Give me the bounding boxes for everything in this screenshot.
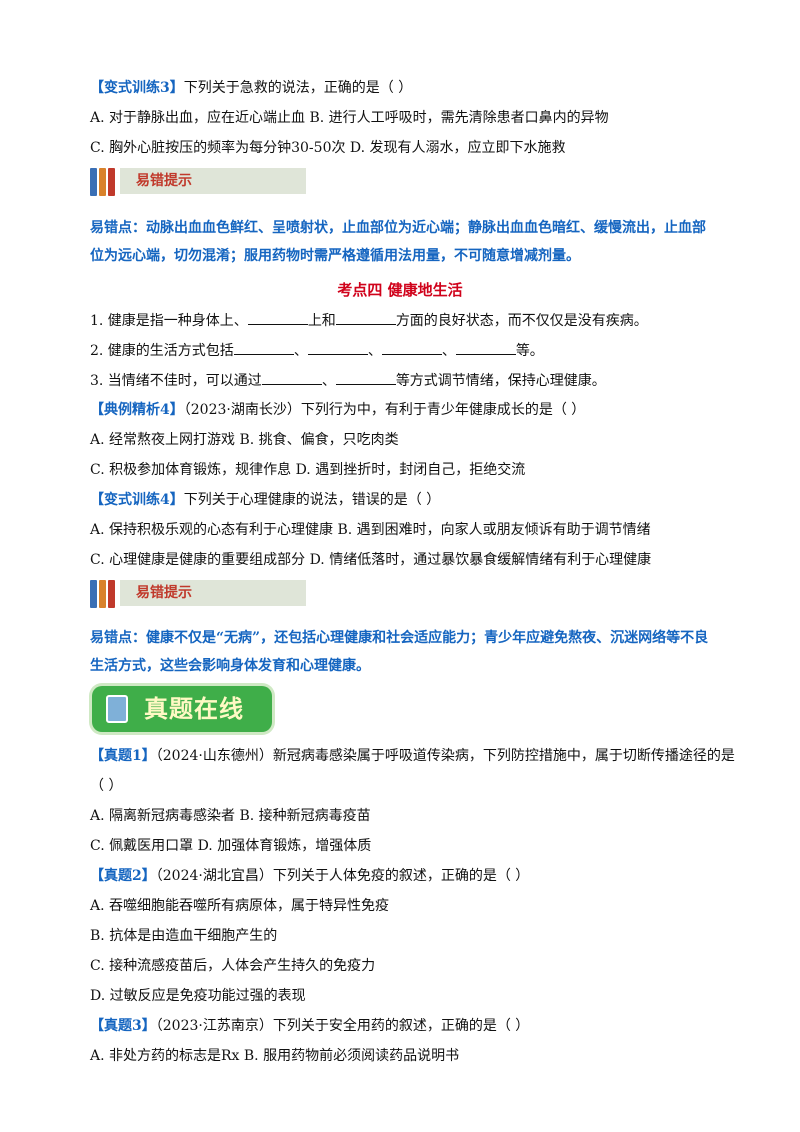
books-icon — [90, 166, 118, 196]
books-icon — [90, 578, 118, 608]
question-text: （2023·湖南长沙）下列行为中，有利于青少年健康成长的是（ ） — [183, 402, 586, 418]
option-line: A. 隔离新冠病毒感染者 B. 接种新冠病毒疫苗 — [90, 808, 371, 824]
option-line: C. 胸外心脏按压的频率为每分钟30-50次 D. 发现有人溺水，应立即下水施救 — [90, 140, 566, 156]
option-line: C. 佩戴医用口罩 D. 加强体育锻炼，增强体质 — [90, 838, 372, 854]
question-var3: 【变式训练3】下列关于急救的说法，正确的是（ ） — [90, 78, 412, 98]
error-note: 易错点：健康不仅是“无病”，还包括心理健康和社会适应能力；青少年应避免熬夜、沉迷… — [90, 630, 709, 674]
question-tag: 【典例精析4】 — [90, 402, 184, 418]
fill-line: 3. 当情绪不佳时，可以通过、等方式调节情绪，保持心理健康。 — [90, 370, 606, 391]
question-text: 下列关于心理健康的说法，错误的是（ ） — [183, 492, 441, 508]
question-text: （2024·山东德州）新冠病毒感染属于呼吸道传染病，下列防控措施中，属于切断传播… — [155, 748, 735, 764]
tip-label: 易错提示 — [120, 168, 306, 194]
fill-line: 2. 健康的生活方式包括、、、等。 — [90, 340, 544, 361]
question-text: 下列关于急救的说法，正确的是（ ） — [183, 80, 413, 96]
question-zt1: 【真题1】（2024·山东德州）新冠病毒感染属于呼吸道传染病，下列防控措施中，属… — [90, 746, 735, 766]
question-zt2: 【真题2】（2024·湖北宜昌）下列关于人体免疫的叙述，正确的是（ ） — [90, 866, 529, 886]
option-line: D. 过敏反应是免疫功能过强的表现 — [90, 988, 306, 1004]
question-ex4: 【典例精析4】（2023·湖南长沙）下列行为中，有利于青少年健康成长的是（ ） — [90, 400, 585, 420]
option-line: A. 对于静脉出血，应在近心端止血 B. 进行人工呼吸时，需先清除患者口鼻内的异… — [90, 110, 609, 126]
banner-title: 真题在线 — [144, 695, 244, 723]
option-line: A. 经常熬夜上网打游戏 B. 挑食、偏食，只吃肉类 — [90, 432, 399, 448]
question-tag: 【真题3】 — [90, 1018, 156, 1034]
question-var4: 【变式训练4】下列关于心理健康的说法，错误的是（ ） — [90, 490, 440, 510]
question-tag: 【真题2】 — [90, 868, 156, 884]
option-line: C. 心理健康是健康的重要组成部分 D. 情绪低落时，通过暴饮暴食缓解情绪有利于… — [90, 552, 652, 568]
question-tag: 【变式训练3】 — [90, 80, 184, 96]
section-banner: 真题在线 — [92, 686, 272, 732]
option-line: A. 保持积极乐观的心态有利于心理健康 B. 遇到困难时，向家人或朋友倾诉有助于… — [90, 522, 651, 538]
book-icon — [106, 695, 128, 723]
option-line: C. 积极参加体育锻炼，规律作息 D. 遇到挫折时，封闭自己，拒绝交流 — [90, 462, 526, 478]
question-tag: 【变式训练4】 — [90, 492, 184, 508]
option-line: B. 抗体是由造血干细胞产生的 — [90, 928, 278, 944]
option-line: A. 非处方药的标志是Rx B. 服用药物前必须阅读药品说明书 — [90, 1048, 460, 1064]
question-zt3: 【真题3】（2023·江苏南京）下列关于安全用药的叙述，正确的是（ ） — [90, 1016, 529, 1036]
question-cont: （ ） — [90, 778, 123, 794]
fill-line: 1. 健康是指一种身体上、上和方面的良好状态，而不仅仅是没有疾病。 — [90, 310, 648, 331]
error-note: 易错点：动脉出血血色鲜红、呈喷射状，止血部位为近心端；静脉出血血色暗红、缓慢流出… — [90, 220, 706, 264]
section-title: 考点四 健康地生活 — [337, 281, 463, 299]
question-text: （2023·江苏南京）下列关于安全用药的叙述，正确的是（ ） — [155, 1018, 530, 1034]
question-text: （2024·湖北宜昌）下列关于人体免疫的叙述，正确的是（ ） — [155, 868, 530, 884]
tip-label: 易错提示 — [120, 580, 306, 606]
option-line: A. 吞噬细胞能吞噬所有病原体，属于特异性免疫 — [90, 898, 390, 914]
option-line: C. 接种流感疫苗后，人体会产生持久的免疫力 — [90, 958, 376, 974]
question-tag: 【真题1】 — [90, 748, 156, 764]
